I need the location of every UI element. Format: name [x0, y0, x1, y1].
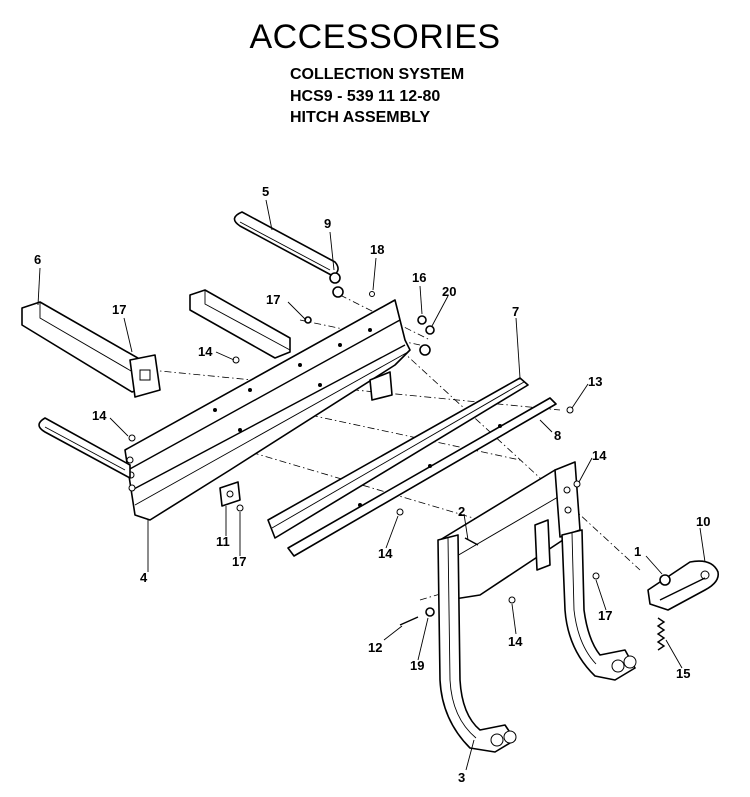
part-hitch-cross-plate — [439, 461, 581, 601]
part-10-hitch-plate — [647, 560, 720, 611]
callout-16: 16 — [412, 270, 426, 285]
callout-13: 13 — [588, 374, 602, 389]
callout-5: 5 — [262, 184, 269, 199]
callout-15: 15 — [676, 666, 690, 681]
callout-2: 2 — [458, 504, 465, 519]
part-middle-arm-tube — [189, 289, 291, 359]
callout-numbers: 5 9 18 6 16 20 17 17 7 14 13 14 8 14 2 1… — [34, 184, 710, 785]
part-3-left-hitch-leg — [437, 534, 517, 753]
callout-14: 14 — [592, 448, 607, 463]
callout-4: 4 — [140, 570, 148, 585]
part-11-bracket — [219, 481, 241, 507]
subtitle-model: HCS9 - 539 11 12-80 — [290, 88, 441, 105]
callout-6: 6 — [34, 252, 41, 267]
callout-9: 9 — [324, 216, 331, 231]
callout-17: 17 — [598, 608, 612, 623]
part-8-strip — [287, 397, 557, 557]
callout-1: 1 — [634, 544, 641, 559]
callout-20: 20 — [442, 284, 456, 299]
callout-14: 14 — [378, 546, 393, 561]
callout-8: 8 — [554, 428, 561, 443]
callout-10: 10 — [696, 514, 710, 529]
callout-14: 14 — [198, 344, 213, 359]
part-15-spring — [656, 617, 666, 651]
page-title: ACCESSORIES — [249, 18, 501, 56]
callout-14: 14 — [508, 634, 523, 649]
part-5-upper-u-bar — [233, 211, 339, 277]
callout-17: 17 — [266, 292, 280, 307]
part-lower-left-u-bar — [38, 417, 131, 479]
callout-17: 17 — [112, 302, 126, 317]
part-right-hitch-leg — [561, 529, 637, 681]
callout-18: 18 — [370, 242, 384, 257]
callout-17: 17 — [232, 554, 246, 569]
callout-7: 7 — [512, 304, 519, 319]
subtitle-system: COLLECTION SYSTEM — [290, 66, 465, 83]
callout-14: 14 — [92, 408, 107, 423]
callout-11: 11 — [216, 534, 230, 549]
hardware-fasteners — [128, 272, 671, 626]
subtitle-assembly: HITCH ASSEMBLY — [290, 109, 431, 126]
part-4-main-frame — [124, 299, 411, 521]
callout-12: 12 — [368, 640, 382, 655]
leader-lines — [37, 199, 706, 771]
callout-3: 3 — [458, 770, 465, 785]
callout-19: 19 — [410, 658, 424, 673]
part-7-strip — [267, 377, 529, 539]
part-6-left-arm-tube — [21, 301, 161, 398]
